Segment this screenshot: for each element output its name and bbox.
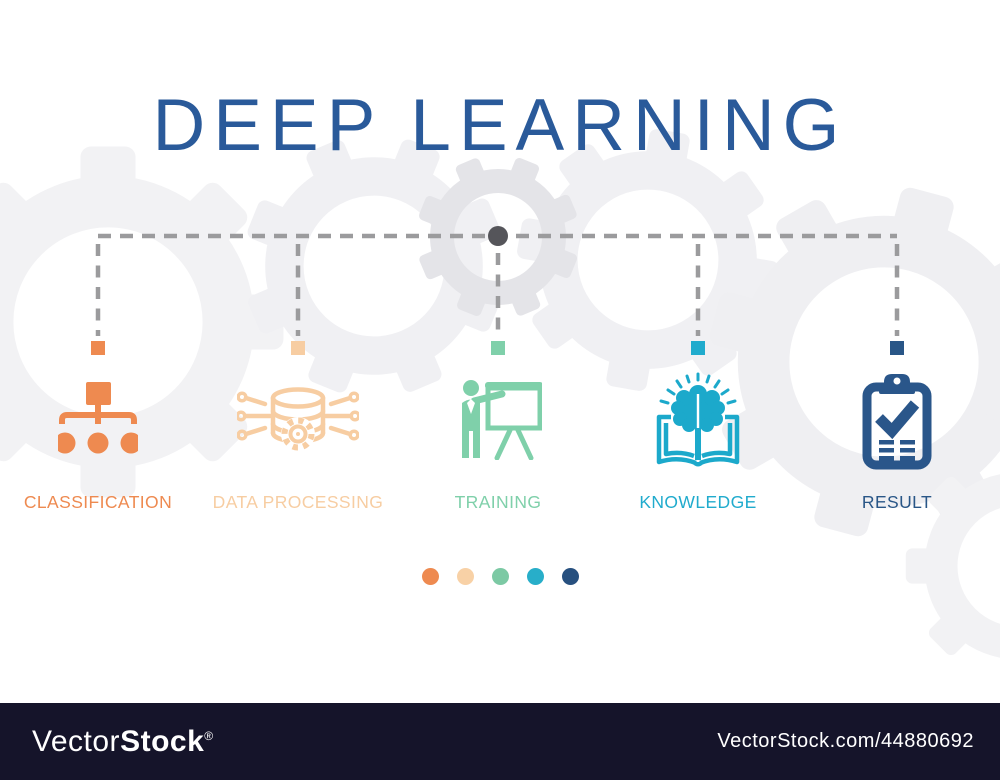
registered-mark: ® [204, 728, 214, 743]
pagination-dots [0, 568, 1000, 585]
hierarchy-icon [54, 382, 142, 461]
clipboard-check-icon [862, 372, 932, 475]
step-result: RESULT [817, 0, 977, 540]
step-knowledge: KNOWLEDGE [618, 0, 778, 540]
pagination-dot [421, 568, 439, 585]
step-label: CLASSIFICATION [23, 492, 173, 512]
database-gear-icon [235, 386, 361, 459]
pagination-dot [526, 568, 544, 585]
pagination-dot [456, 568, 474, 585]
page-title: DEEP LEARNING [152, 85, 848, 166]
brain-book-icon [651, 372, 745, 475]
step-data-processing: DATA PROCESSING [213, 0, 383, 540]
vectorstock-logo: VectorStock® [32, 724, 214, 758]
watermark-bar: VectorStock® VectorStock.com/44880692 [0, 703, 1000, 780]
presentation-icon [454, 378, 543, 465]
step-label: RESULT [861, 492, 933, 512]
step-label: TRAINING [454, 492, 542, 512]
step-label: DATA PROCESSING [212, 492, 384, 512]
pagination-dot [561, 568, 579, 585]
step-training: TRAINING [418, 0, 578, 540]
step-label: KNOWLEDGE [639, 492, 757, 512]
vectorstock-url: VectorStock.com/44880692 [717, 730, 974, 752]
pagination-dot [491, 568, 509, 585]
step-classification: CLASSIFICATION [18, 0, 178, 540]
